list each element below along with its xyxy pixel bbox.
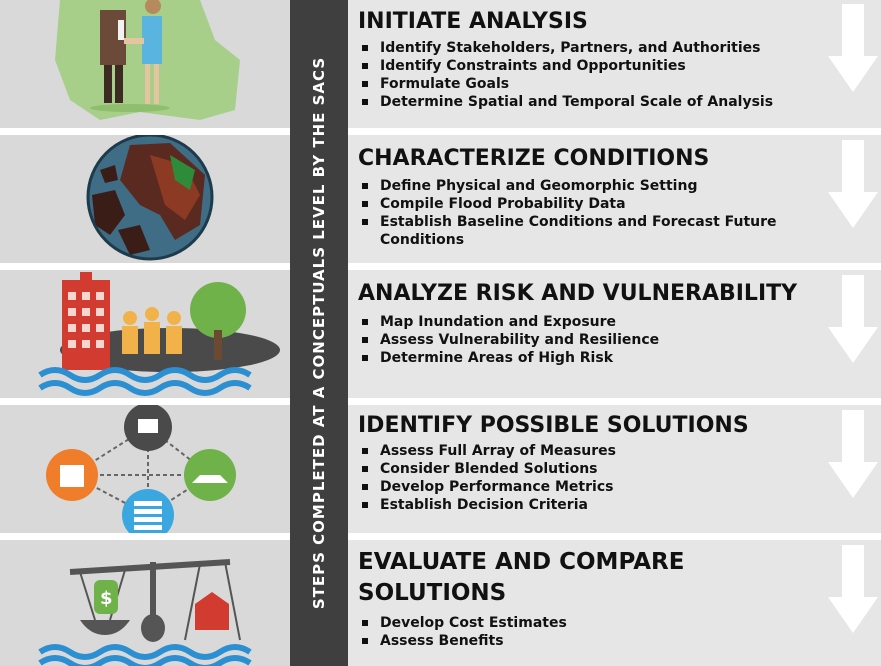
step4-bullet: Develop Performance Metrics [358,478,616,496]
community-risk-icon [38,272,280,396]
step4-bullet: Assess Full Array of Measures [358,442,616,460]
step3-bullets: Map Inundation and Exposure Assess Vulne… [358,313,659,367]
step4-panel [348,405,881,533]
step1-title: INITIATE ANALYSIS [358,9,588,34]
step5-title: EVALUATE AND COMPARE SOLUTIONS [358,549,685,606]
step4-bullet: Consider Blended Solutions [358,460,616,478]
center-band [290,0,348,666]
step3-bullet: Assess Vulnerability and Resilience [358,331,659,349]
step2-title: CHARACTERIZE CONDITIONS [358,146,710,171]
step1-bullet: Identify Constraints and Opportunities [358,57,773,75]
step4-bullets: Assess Full Array of Measures Consider B… [358,442,616,514]
step4-title: IDENTIFY POSSIBLE SOLUTIONS [358,413,749,438]
step1-bullet: Formulate Goals [358,75,773,93]
globe-icon [86,135,214,261]
step4-icon-panel [0,405,290,533]
step5-icon-panel: $ [0,540,290,666]
step1-panel [348,0,881,128]
step5-panel [348,540,881,666]
step3-panel [348,270,881,398]
step5-bullets: Develop Cost Estimates Assess Benefits [358,614,567,650]
solutions-network-icon [46,405,236,533]
svg-text:$: $ [100,588,113,609]
step2-bullet: Establish Baseline Conditions and Foreca… [358,213,788,249]
side-label-container: STEPS COMPLETED AT A CONCEPTUALS LEVEL B… [290,0,348,666]
step1-icon-panel [0,0,290,128]
step3-title: ANALYZE RISK AND VULNERABILITY [358,281,798,306]
step1-bullet: Identify Stakeholders, Partners, and Aut… [358,39,773,57]
down-arrow-icon [828,140,878,228]
step2-icon-panel [0,135,290,263]
down-arrow-icon [828,410,878,498]
step2-bullets: Define Physical and Geomorphic Setting C… [358,177,788,249]
step3-bullet: Map Inundation and Exposure [358,313,659,331]
handshake-icon [55,0,240,120]
step2-bullet: Define Physical and Geomorphic Setting [358,177,788,195]
side-label: STEPS COMPLETED AT A CONCEPTUALS LEVEL B… [310,56,328,610]
down-arrow-icon [828,275,878,363]
step5-bullet: Assess Benefits [358,632,567,650]
step1-bullets: Identify Stakeholders, Partners, and Aut… [358,39,773,111]
step5-bullet: Develop Cost Estimates [358,614,567,632]
down-arrow-icon [828,4,878,92]
step4-bullet: Establish Decision Criteria [358,496,616,514]
step2-bullet: Compile Flood Probability Data [358,195,788,213]
step3-icon-panel [0,270,290,398]
step1-bullet: Determine Spatial and Temporal Scale of … [358,93,773,111]
step3-bullet: Determine Areas of High Risk [358,349,659,367]
balance-scale-icon: $ [38,559,252,666]
down-arrow-icon [828,545,878,633]
step2-panel [348,135,881,263]
